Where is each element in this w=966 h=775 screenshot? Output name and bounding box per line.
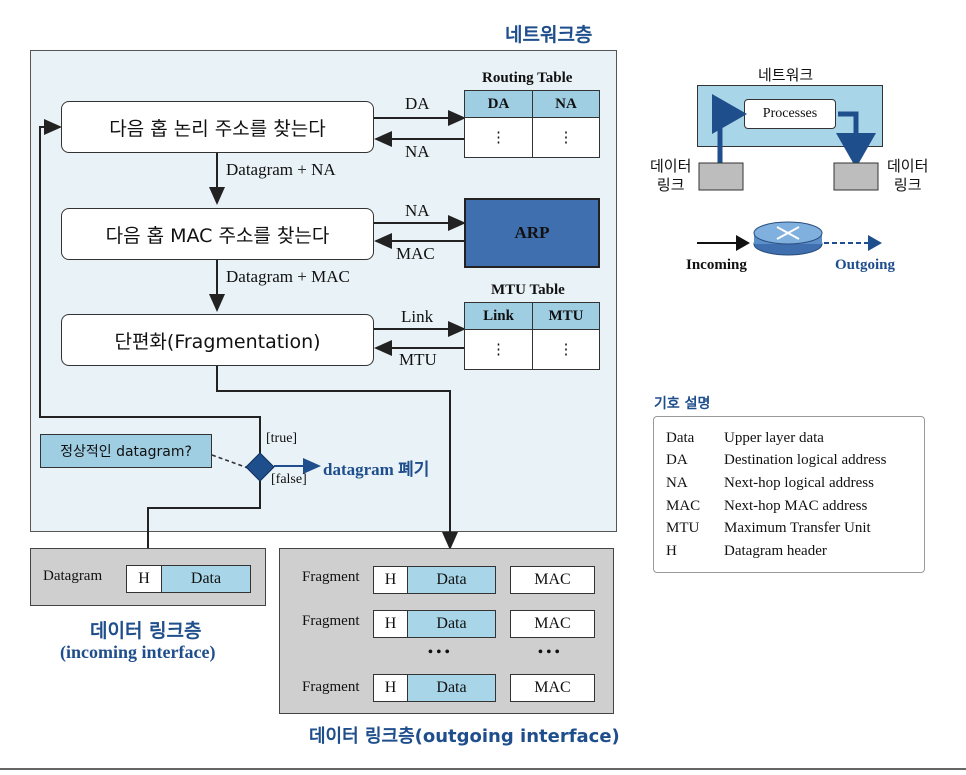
discard-label: datagram 폐기	[323, 460, 430, 479]
step-find-logical-address: 다음 홉 논리 주소를 찾는다	[61, 101, 374, 153]
mini-incoming-label: Incoming	[686, 257, 747, 273]
label-da: DA	[405, 94, 430, 113]
outgoing-header-cell: H	[373, 610, 408, 638]
decision-diamond	[245, 452, 275, 482]
outgoing-fragment-label: Fragment	[302, 679, 360, 695]
outgoing-data-cell: Data	[407, 610, 496, 638]
incoming-datagram-label: Datagram	[43, 568, 103, 584]
incoming-interface-box: Datagram H Data	[30, 548, 266, 606]
label-mtu-back: MTU	[399, 350, 437, 369]
label-datagram-na: Datagram + NA	[226, 160, 336, 179]
outgoing-data-cell: Data	[407, 674, 496, 702]
label-na-to-arp: NA	[405, 201, 430, 220]
decision-question: 정상적인 datagram?	[60, 444, 192, 460]
mtu-table-header-link: Link	[465, 303, 533, 330]
legend-title: 기호 설명	[654, 396, 711, 412]
routing-table-header-na: NA	[533, 91, 599, 118]
decision-true-label: [true]	[266, 431, 298, 446]
mini-data-link-left: 데이터 링크	[650, 157, 692, 194]
outgoing-header-cell: H	[373, 566, 408, 594]
outgoing-caption: 데이터 링크층(outgoing interface)	[309, 726, 620, 747]
incoming-caption-title: 데이터 링크층	[90, 620, 202, 642]
bottom-divider	[0, 768, 966, 770]
outgoing-mac-cell: MAC	[510, 610, 595, 638]
label-datagram-mac: Datagram + MAC	[226, 267, 350, 286]
outgoing-mac-cell: MAC	[510, 566, 595, 594]
mtu-table-header-mtu: MTU	[533, 303, 599, 330]
step-fragmentation: 단편화(Fragmentation)	[61, 314, 374, 366]
outgoing-ellipsis: • • •	[538, 645, 560, 660]
label-na-back: NA	[405, 142, 430, 161]
mtu-table-dots: ⋮	[465, 330, 533, 369]
mini-processes-box: Processes	[744, 99, 836, 129]
mini-data-link-right: 데이터 링크	[887, 157, 929, 194]
outgoing-ellipsis: • • •	[428, 645, 450, 660]
incoming-caption-sub: (incoming interface)	[60, 642, 216, 662]
arp-box: ARP	[464, 198, 600, 268]
routing-table-title: Routing Table	[482, 70, 573, 86]
decision-false-label: [false]	[271, 472, 307, 487]
mtu-table: Link MTU ⋮ ⋮	[464, 302, 600, 370]
incoming-header-cell: H	[126, 565, 162, 593]
routing-table: DA NA ⋮ ⋮	[464, 90, 600, 158]
mini-processes-label: Processes	[762, 106, 818, 121]
mtu-table-title: MTU Table	[491, 282, 565, 298]
network-layer-title: 네트워크층	[505, 24, 593, 46]
label-mac-back: MAC	[396, 244, 435, 263]
outgoing-data-cell: Data	[407, 566, 496, 594]
outgoing-fragment-label: Fragment	[302, 613, 360, 629]
decision-question-note: 정상적인 datagram?	[40, 434, 212, 468]
label-link: Link	[401, 307, 434, 326]
outgoing-mac-cell: MAC	[510, 674, 595, 702]
incoming-data-cell: Data	[161, 565, 251, 593]
routing-table-dots: ⋮	[465, 118, 533, 157]
outgoing-header-cell: H	[373, 674, 408, 702]
routing-table-dots: ⋮	[558, 130, 574, 146]
outgoing-interface-box: Fragment H Data MAC Fragment H Data MAC …	[279, 548, 614, 714]
routing-table-header-da: DA	[465, 91, 533, 118]
mini-outgoing-label: Outgoing	[835, 257, 896, 273]
step-find-mac-address: 다음 홉 MAC 주소를 찾는다	[61, 208, 374, 260]
mtu-table-dots: ⋮	[558, 342, 574, 358]
arp-label: ARP	[514, 223, 550, 242]
mini-network-title: 네트워크	[758, 66, 814, 84]
outgoing-fragment-label: Fragment	[302, 569, 360, 585]
